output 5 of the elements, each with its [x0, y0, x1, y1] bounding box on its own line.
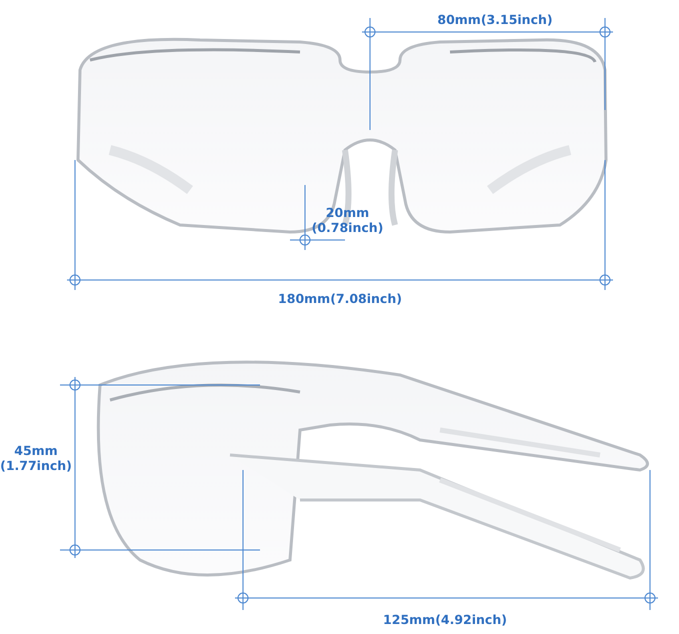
dimension-label: 80mm(3.15inch) — [436, 12, 554, 27]
dimension-label: 180mm(7.08inch) — [277, 291, 403, 306]
dimension-label: 20mm (0.78inch) — [310, 205, 384, 235]
dimension-label: 45mm (1.77inch) — [0, 443, 72, 473]
dimension-label: 125mm(4.92inch) — [382, 612, 508, 627]
